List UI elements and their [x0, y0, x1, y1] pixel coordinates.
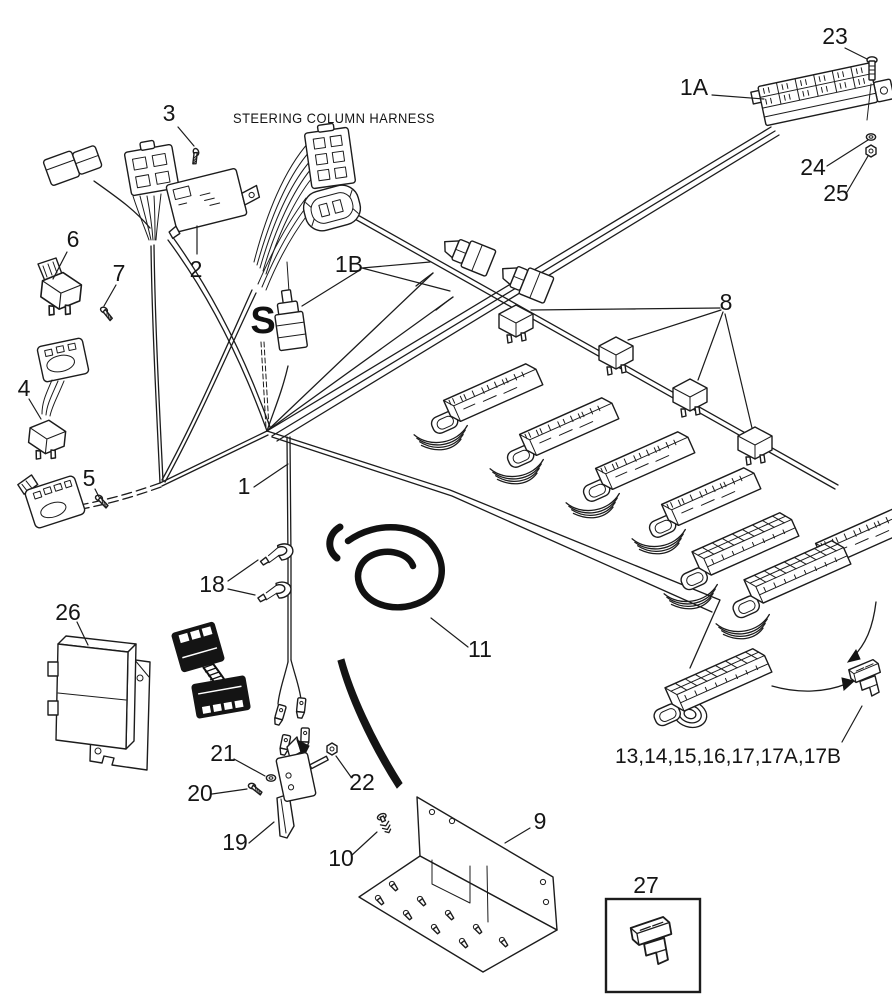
callout-3: 3 — [163, 100, 176, 126]
callout-23: 23 — [822, 23, 848, 49]
inline-connector-1b-upper — [437, 230, 497, 278]
relay-8b — [598, 336, 634, 376]
callout-18: 18 — [199, 571, 225, 597]
screw-3 — [187, 147, 203, 166]
washer-21 — [265, 774, 277, 782]
spade-terminal — [272, 703, 288, 727]
relay-8d — [737, 426, 773, 466]
callout-2: 2 — [190, 256, 203, 282]
callout-10: 10 — [328, 845, 354, 871]
screw-7 — [97, 305, 116, 322]
screw-20 — [246, 782, 265, 796]
steering-round-connector — [302, 184, 362, 232]
callout-26: 26 — [55, 599, 81, 625]
diagram-title: STEERING COLUMN HARNESS — [233, 110, 435, 126]
coiled-harness-11 — [326, 523, 445, 789]
left-relay-chain — [17, 257, 116, 529]
two-piece-connector — [42, 145, 103, 186]
relay-8a — [498, 304, 534, 344]
spade-terminal — [295, 696, 307, 720]
callout-19: 19 — [222, 829, 248, 855]
nut-22 — [326, 742, 338, 756]
nut-25 — [865, 144, 877, 158]
relay-8c — [672, 378, 708, 418]
multi-pin-connector — [123, 139, 180, 197]
steering-multi-pin-connector — [304, 122, 356, 190]
relay-4 — [26, 417, 68, 463]
steering-column-connectors — [253, 122, 362, 291]
connector-below-relay-6 — [36, 337, 90, 383]
blade-fuse-callout — [771, 601, 887, 743]
callout-25: 25 — [823, 180, 849, 206]
callout-22: 22 — [349, 769, 375, 795]
black-connector-pair — [171, 621, 251, 719]
connector-4 — [17, 474, 86, 529]
callout-8: 8 — [720, 289, 733, 315]
fuse-holder-1 — [423, 360, 545, 437]
push-clip-10 — [375, 811, 394, 836]
blade-fuse — [847, 657, 887, 701]
callout-5: 5 — [83, 465, 96, 491]
flasher-unit-2 — [165, 167, 261, 240]
item-27-box — [604, 897, 702, 994]
mounting-bracket-9 — [358, 796, 558, 973]
connector-group-top-left — [42, 139, 261, 241]
callout-11: 11 — [468, 636, 492, 662]
fuse-block-1a — [750, 56, 892, 158]
callout-4: 4 — [18, 375, 31, 401]
callout-1b: 1B — [335, 251, 363, 277]
screw-23 — [866, 56, 878, 81]
splice-marker-s: S — [250, 300, 275, 342]
callout-20: 20 — [187, 780, 213, 806]
harness-swoosh — [337, 658, 403, 789]
harness-wire-runs — [79, 126, 839, 705]
fuse-block-group — [644, 508, 854, 729]
callout-6: 6 — [67, 226, 80, 252]
washer-24 — [865, 133, 877, 141]
leader-lines — [28, 47, 869, 856]
inline-connector-1b-lower — [495, 257, 555, 305]
control-module-26 — [47, 635, 151, 771]
splice-switch — [274, 261, 308, 352]
callout-27: 27 — [633, 872, 659, 898]
fuse-holder-2 — [499, 394, 621, 471]
switch-19-assembly — [246, 736, 338, 839]
cable-clamp-18b — [255, 580, 293, 603]
cable-clamp-18a — [257, 541, 296, 567]
fuse-holder-3 — [575, 428, 697, 505]
callout-9: 9 — [534, 808, 547, 834]
callout-1: 1 — [238, 473, 251, 499]
callout-24: 24 — [800, 154, 826, 180]
callout-21: 21 — [210, 740, 236, 766]
callout-1a: 1A — [680, 74, 709, 100]
fuse-block-c — [644, 644, 775, 729]
callout-fuse-group: 13,14,15,16,17,17A,17B — [615, 745, 841, 768]
callout-7: 7 — [113, 260, 126, 286]
callout-labels: STEERING COLUMN HARNESS 3 2 6 7 4 5 1 1A… — [18, 23, 849, 898]
